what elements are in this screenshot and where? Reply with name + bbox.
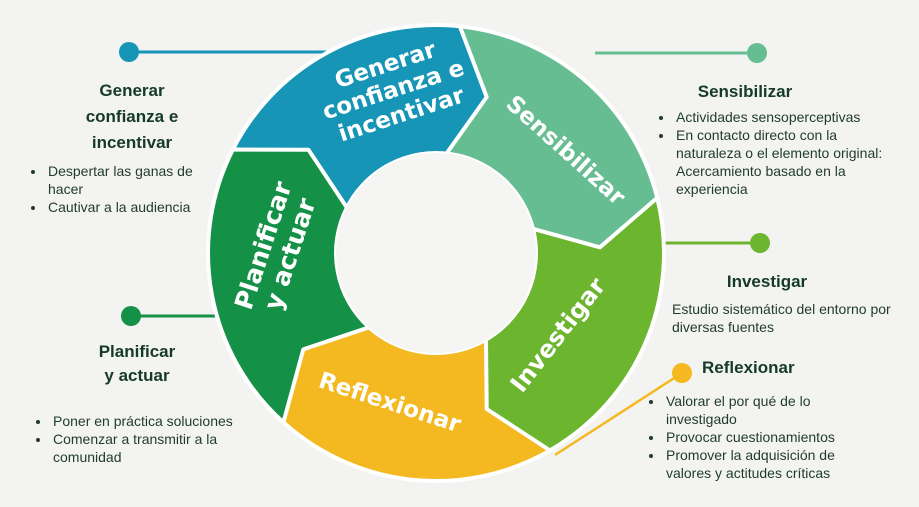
panel-planificar: Planificar y actuar Poner en práctica so…	[37, 340, 252, 466]
list-item: En contacto directo con la naturaleza o …	[674, 126, 895, 198]
dot-investigar	[750, 233, 770, 253]
list-item: Cautivar a la audiencia	[46, 198, 231, 216]
list-item: Despertar las ganas de hacer	[46, 162, 231, 198]
list-item: Poner en práctica soluciones	[51, 412, 252, 430]
dot-sensibilizar	[747, 43, 767, 63]
panel-sensibilizar-list: Actividades sensoperceptivas En contacto…	[660, 108, 895, 198]
list-item: Provocar cuestionamientos	[664, 428, 880, 446]
wheel-center	[336, 153, 536, 353]
list-item: Comenzar a transmitir a la comunidad	[51, 430, 252, 466]
panel-generar-title-line2: confianza e	[85, 107, 179, 126]
panel-investigar-title: Investigar	[726, 272, 808, 291]
list-item: Valorar el por qué de lo investigado	[664, 392, 880, 428]
panel-generar-title-line1: Generar	[99, 81, 165, 100]
panel-generar-list: Despertar las ganas de hacer Cautivar a …	[32, 162, 231, 216]
panel-investigar: Investigar Estudio sistemático del entor…	[672, 270, 897, 336]
panel-reflexionar-list: Valorar el por qué de lo investigado Pro…	[650, 392, 880, 482]
list-item: Actividades sensoperceptivas	[674, 108, 895, 126]
dot-generar	[119, 42, 139, 62]
panel-investigar-text: Estudio sistemático del entorno por dive…	[672, 301, 891, 335]
panel-generar-title-line3: incentivar	[91, 133, 173, 152]
dot-planificar	[121, 306, 141, 326]
dot-reflexionar	[672, 363, 692, 383]
panel-sensibilizar-title: Sensibilizar	[697, 82, 793, 101]
panel-reflexionar-title: Reflexionar	[702, 358, 795, 377]
connector-reflexionar	[554, 371, 683, 457]
list-item: Promover la adquisición de valores y act…	[664, 446, 880, 482]
panel-planificar-title-line2: y actuar	[104, 366, 170, 385]
panel-reflexionar: Reflexionar Valorar el por qué de lo inv…	[650, 356, 880, 482]
panel-generar: Generar confianza e incentivar Despertar…	[32, 78, 232, 216]
panel-planificar-title: Planificar y actuar	[37, 340, 237, 388]
panel-generar-title: Generar confianza e incentivar	[32, 78, 232, 156]
panel-sensibilizar: Sensibilizar Actividades sensoperceptiva…	[660, 80, 895, 198]
panel-planificar-list: Poner en práctica soluciones Comenzar a …	[37, 412, 252, 466]
panel-planificar-title-line1: Planificar	[98, 342, 176, 361]
